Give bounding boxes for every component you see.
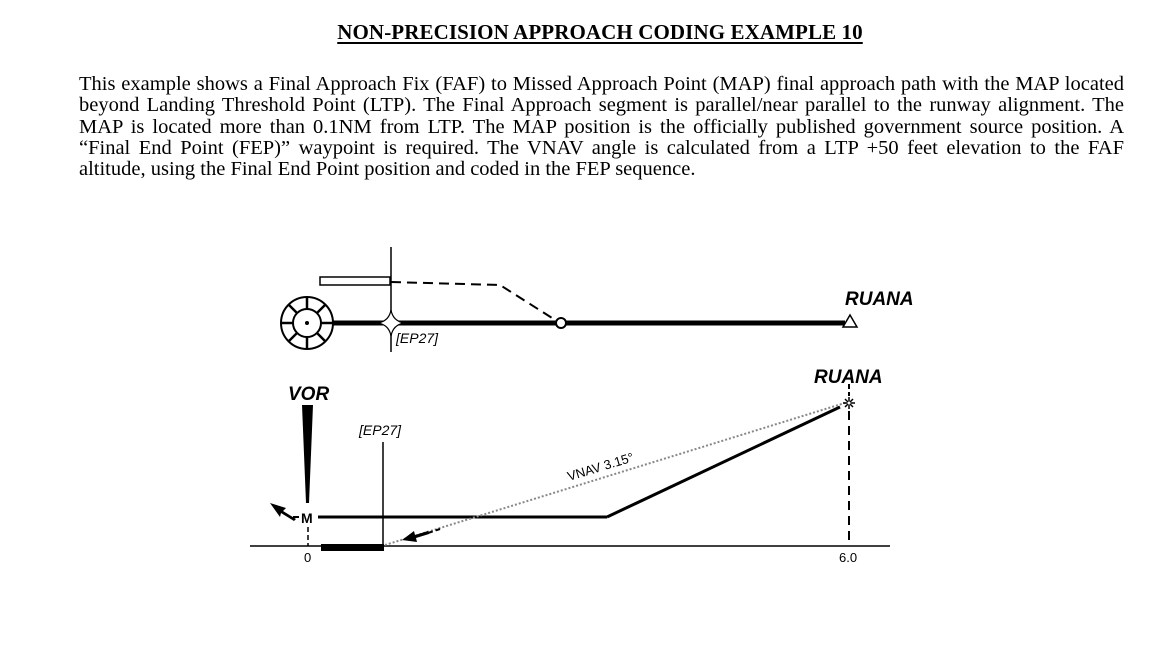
vor-compass-icon bbox=[280, 296, 334, 350]
runway-profile bbox=[321, 544, 384, 551]
vor-arrow bbox=[270, 503, 296, 521]
missed-approach-path bbox=[390, 281, 561, 324]
vor-label: VOR bbox=[288, 384, 329, 405]
vnav-arrow bbox=[402, 531, 429, 542]
climb-segment bbox=[606, 405, 841, 519]
description-paragraph: This example shows a Final Approach Fix … bbox=[79, 73, 1124, 181]
vnav-arrow-tail bbox=[427, 528, 441, 534]
fep-profile-label: [EP27] bbox=[358, 422, 402, 438]
axis-start-label: 0 bbox=[304, 550, 311, 565]
ruana-profile-label: RUANA bbox=[814, 367, 883, 388]
fep-plan-label: [EP27] bbox=[395, 330, 439, 346]
ruana-fix-icon bbox=[843, 397, 855, 409]
page-title: NON-PRECISION APPROACH CODING EXAMPLE 10 bbox=[337, 20, 863, 44]
ruana-plan-label: RUANA bbox=[845, 289, 914, 310]
vor-m-marker: M bbox=[301, 510, 313, 526]
runway-plan bbox=[319, 276, 391, 286]
axis-end-label: 6.0 bbox=[839, 550, 857, 565]
map-circle bbox=[555, 317, 567, 329]
vnav-path bbox=[384, 401, 849, 546]
plan-view: RUANA [EP27] bbox=[280, 247, 914, 352]
ruana-triangle bbox=[841, 313, 859, 328]
profile-view: M VOR RUANA [EP27] VNAV 3.15° bbox=[250, 367, 890, 565]
fep-flyover-symbol bbox=[377, 309, 405, 337]
vor-tower bbox=[302, 405, 313, 503]
